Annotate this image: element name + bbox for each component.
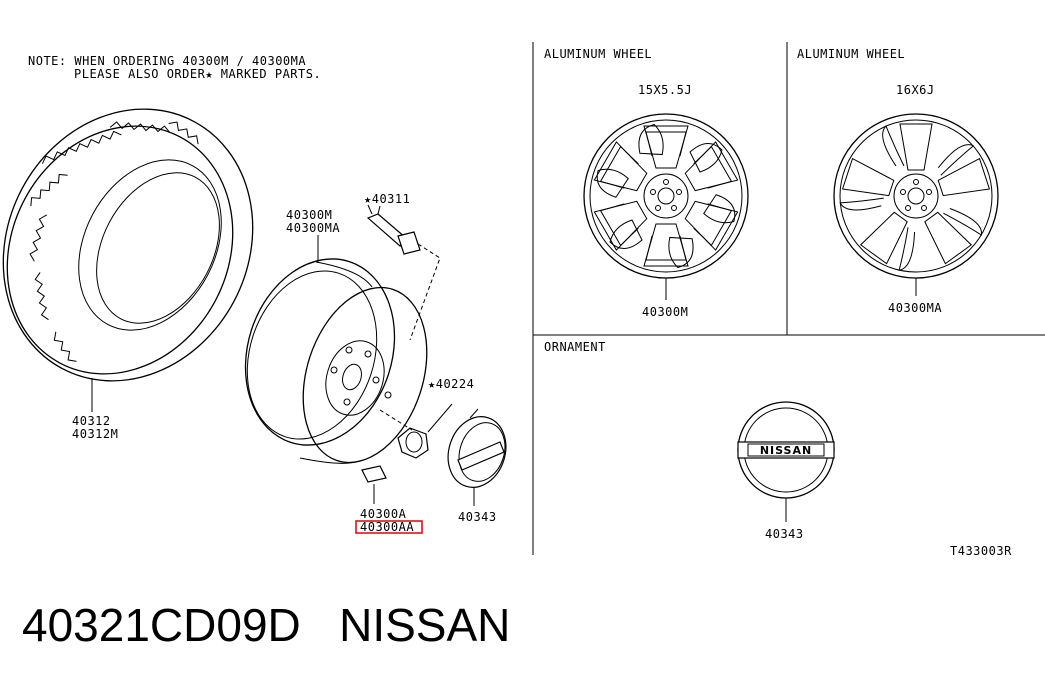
alloy-wheel-16-illustration <box>833 113 999 296</box>
panel-15-title: ALUMINUM WHEEL <box>544 47 652 61</box>
weight-label-2: 40300AA <box>360 520 414 534</box>
note-line-2: PLEASE ALSO ORDER★ MARKED PARTS. <box>74 67 321 81</box>
wheel-label-2: 40300MA <box>286 221 340 235</box>
panel-ornament-title: ORNAMENT <box>544 340 606 354</box>
tire-illustration <box>2 108 254 412</box>
drawing-code: T433003R <box>950 544 1012 558</box>
nut-label: ★40224 <box>428 377 474 391</box>
center-cap-label: 40343 <box>458 510 497 524</box>
caption-part-number: 40321CD09D <box>22 599 301 651</box>
wheel-nut-illustration <box>379 403 453 459</box>
balance-weight-illustration <box>361 465 387 504</box>
panel-ornament-part: 40343 <box>765 527 804 541</box>
ornament-illustration: NISSAN <box>737 401 835 522</box>
ornament-logo-text: NISSAN <box>760 444 812 457</box>
wheel-illustration <box>244 235 428 464</box>
valve-label: ★40311 <box>364 192 410 206</box>
panel-16-part: 40300MA <box>888 301 942 315</box>
caption-brand: NISSAN <box>339 599 511 651</box>
caption: 40321CD09D NISSAN <box>22 598 510 652</box>
tire-label-2: 40312M <box>72 427 118 441</box>
weight-label-1: 40300A <box>360 507 407 521</box>
panel-15-size: 15X5.5J <box>638 83 692 97</box>
weight-label-highlight <box>355 520 423 534</box>
wheel-label-1: 40300M <box>286 208 332 222</box>
alloy-wheel-15-illustration <box>583 113 749 300</box>
caption-spacer <box>301 599 339 651</box>
panel-16-size: 16X6J <box>896 83 935 97</box>
valve-stem-illustration <box>366 204 441 341</box>
tire-label-1: 40312 <box>72 414 111 428</box>
panel-16-title: ALUMINUM WHEEL <box>797 47 905 61</box>
note-line-1: NOTE: WHEN ORDERING 40300M / 40300MA <box>28 54 306 68</box>
center-cap-illustration <box>447 408 507 506</box>
panel-15-part: 40300M <box>642 305 688 319</box>
